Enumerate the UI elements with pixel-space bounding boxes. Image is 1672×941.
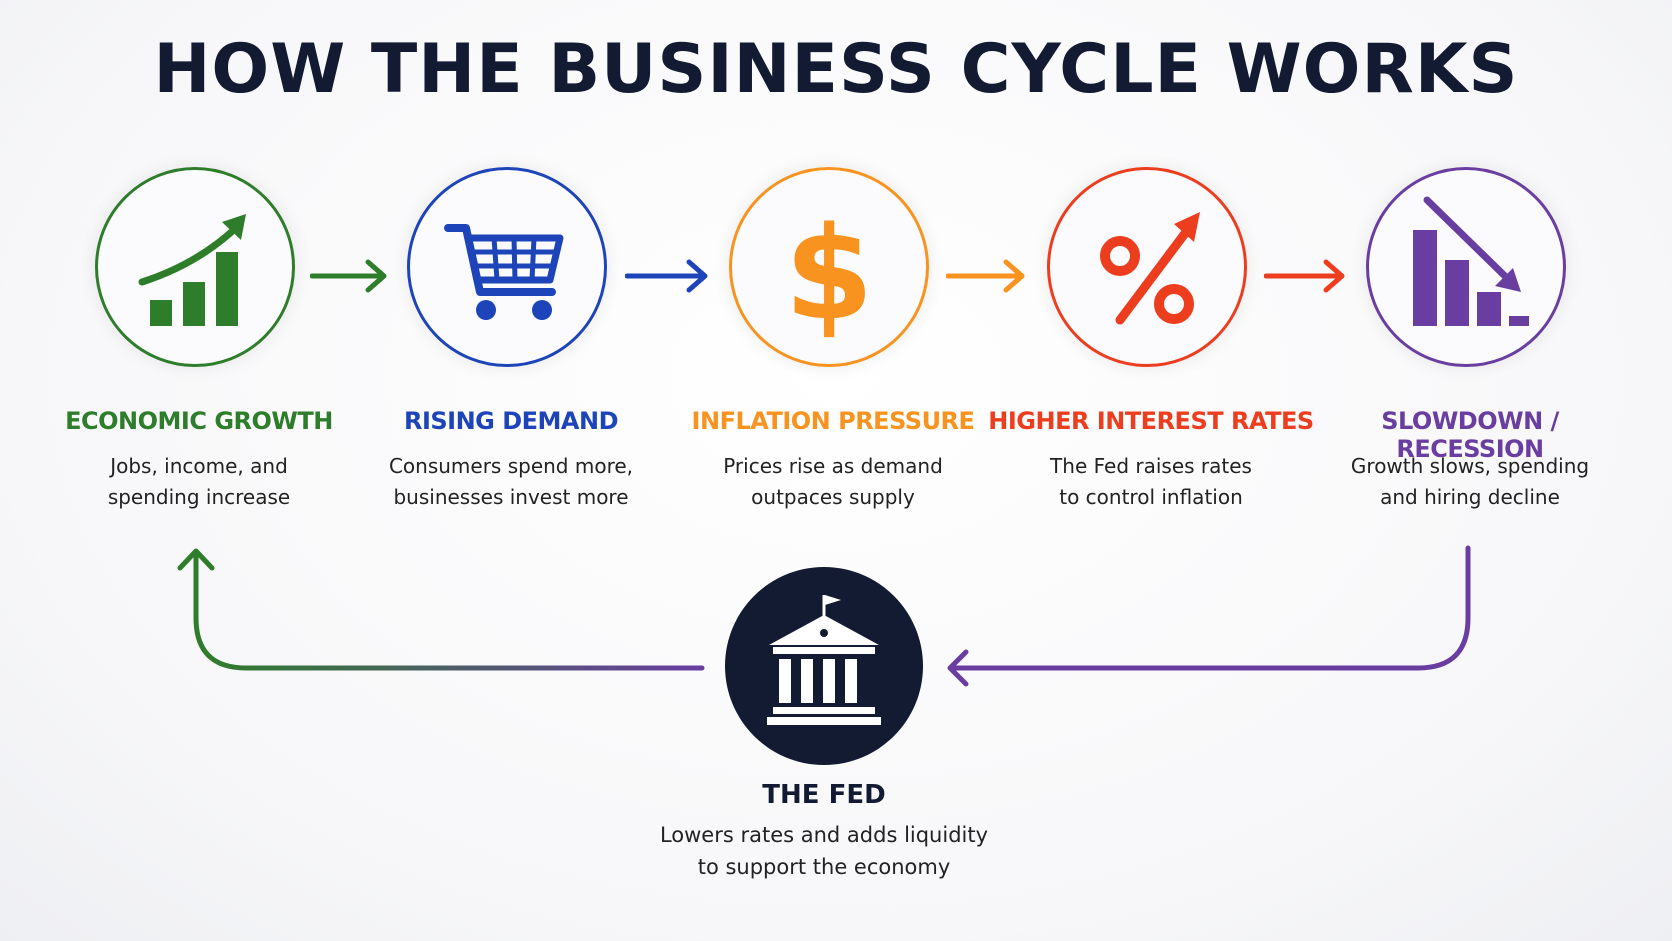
- description-line: Growth slows, spending: [1350, 454, 1590, 478]
- loop-arrowhead-left: [947, 649, 969, 687]
- percent-up-icon: [1100, 212, 1200, 325]
- description-line: The Fed raises rates: [1050, 454, 1252, 478]
- stage-title: SLOWDOWN / RECESSION: [1381, 407, 1559, 463]
- fed-circle: [725, 567, 923, 765]
- stage-description: Jobs, income, and spending increase: [34, 451, 364, 513]
- loop-arrow-slowdown-to-fed: [949, 545, 1471, 671]
- description-line: outpaces supply: [751, 485, 915, 509]
- stage-circle: [407, 167, 607, 367]
- description-line: to support the economy: [697, 855, 951, 879]
- stage-title: RISING DEMAND: [403, 407, 619, 435]
- description-line: and hiring decline: [1380, 485, 1560, 509]
- description-line: Lowers rates and adds liquidity: [659, 823, 989, 847]
- stage-circle: $: [729, 167, 929, 367]
- growth-chart-icon: [138, 214, 246, 326]
- shopping-cart-icon: [444, 224, 564, 320]
- stage-description: Prices rise as demand outpaces supply: [668, 451, 998, 513]
- stage-description: The Fed raises rates to control inflatio…: [986, 451, 1316, 513]
- fed-title: THE FED: [762, 780, 886, 810]
- arrow-growth-to-demand: [310, 259, 387, 293]
- arrow-demand-to-inflation: [625, 259, 708, 293]
- stage-circle: [1047, 167, 1247, 367]
- stage-description: Consumers spend more, businesses invest …: [346, 451, 676, 513]
- loop-arrow-fed-to-growth: [193, 551, 705, 671]
- stage-circle: [1366, 167, 1566, 367]
- svg-text:$: $: [784, 200, 873, 349]
- arrow-inflation-to-rates: [946, 259, 1025, 293]
- description-line: spending increase: [107, 485, 291, 509]
- bank-building-icon: [767, 595, 881, 725]
- stage-title: INFLATION PRESSURE: [691, 407, 975, 435]
- stage-title: HIGHER INTEREST RATES: [988, 407, 1314, 435]
- fed-description: Lowers rates and adds liquidity to suppo…: [574, 819, 1074, 883]
- stage-title: ECONOMIC GROWTH: [65, 407, 333, 435]
- page-title: HOW THE BUSINESS CYCLE WORKS: [153, 30, 1519, 109]
- description-line: Prices rise as demand: [723, 454, 943, 478]
- description-line: businesses invest more: [393, 485, 629, 509]
- declining-chart-icon: [1413, 196, 1529, 326]
- arrow-rates-to-slowdown: [1264, 259, 1345, 293]
- description-line: Consumers spend more,: [388, 454, 634, 478]
- description-line: to control inflation: [1059, 485, 1243, 509]
- dollar-sign-icon: $: [784, 200, 873, 349]
- stage-circle: [95, 167, 295, 367]
- description-line: Jobs, income, and: [110, 454, 288, 478]
- stage-description: Growth slows, spending and hiring declin…: [1305, 451, 1635, 513]
- loop-arrowhead-up: [177, 548, 215, 571]
